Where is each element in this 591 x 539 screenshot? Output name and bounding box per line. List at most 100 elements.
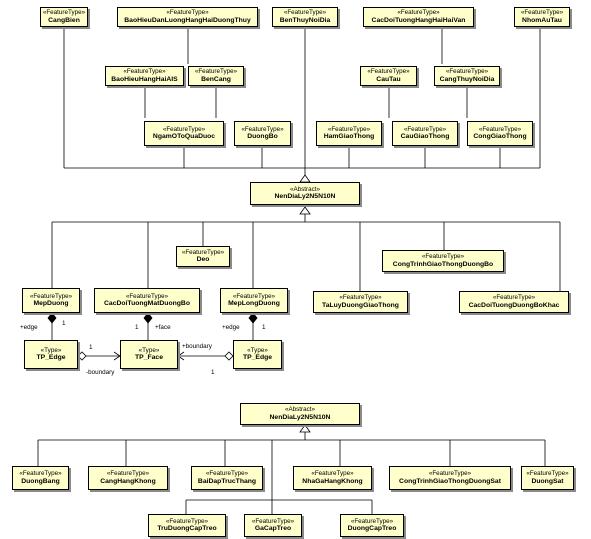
class-baohieuhanghaiais[interactable]: «FeatureType» BaoHieuHangHaiAIS xyxy=(105,66,184,86)
class-cautau[interactable]: «FeatureType» CauTau xyxy=(360,66,417,86)
stereotype-label: «FeatureType» xyxy=(428,470,472,478)
class-congtrinhgiaothongduongbo[interactable]: «FeatureType» CongTrinhGiaoThongDuongBo xyxy=(382,250,504,272)
stereotype-label: «Type» xyxy=(40,346,62,354)
class-cangthuynoidia[interactable]: «FeatureType» CangThuyNoiDia xyxy=(434,66,500,86)
stereotype-label: «FeatureType» xyxy=(106,470,150,478)
class-name: CacDoiTuongDuongBoKhac xyxy=(468,301,560,309)
stereotype-label: «FeatureType» xyxy=(350,517,394,525)
class-name: CangHangKhong xyxy=(100,477,156,485)
stereotype-label: «FeatureType» xyxy=(19,470,62,478)
type-tp-edge-left[interactable]: «Type» TP_Edge xyxy=(24,340,78,369)
stereotype-label: «FeatureType» xyxy=(42,9,86,17)
class-ngamotoquaduoc[interactable]: «FeatureType» NgamOToQuaDuoc xyxy=(144,121,224,146)
stereotype-label: «Type» xyxy=(247,346,268,354)
class-hamgiaothong[interactable]: «FeatureType» HamGiaoThong xyxy=(316,121,382,146)
stereotype-label: «FeatureType» xyxy=(125,292,169,300)
class-caugiaothong[interactable]: «FeatureType» CauGiaoThong xyxy=(392,121,458,146)
label-edge-left: +edge xyxy=(20,324,38,331)
label-mult-meplong: 1 xyxy=(262,324,266,331)
abstract-nendialy-lower[interactable]: «Abstract» NenDiaLy2N5N10N xyxy=(240,403,360,425)
class-taluyduonggiaothong[interactable]: «FeatureType» TaLuyDuongGiaoThong xyxy=(313,291,408,313)
label-boundary: +boundary xyxy=(182,343,212,350)
class-cacdoituongduongbokhac[interactable]: «FeatureType» CacDoiTuongDuongBoKhac xyxy=(459,291,569,313)
class-benthuynoidia[interactable]: «FeatureType» BenThuyNoiDia xyxy=(272,7,338,27)
label-face: +face xyxy=(155,324,171,331)
class-name: BaiDapTrucThang xyxy=(197,477,257,485)
class-baohieudanluonghanghaiduongthuy[interactable]: «FeatureType» BaoHieuDanLuongHangHaiDuon… xyxy=(117,7,258,27)
stereotype-label: «FeatureType» xyxy=(520,9,564,17)
class-duongsat[interactable]: «FeatureType» DuongSat xyxy=(521,466,574,490)
class-name: DuongBo xyxy=(247,133,278,141)
class-bencang[interactable]: «FeatureType» BenCang xyxy=(188,66,244,86)
class-canghangkhong[interactable]: «FeatureType» CangHangKhong xyxy=(88,466,168,490)
class-name: DuongSat xyxy=(531,477,564,485)
class-cacdoituongmatduongbo[interactable]: «FeatureType» CacDoiTuongMatDuongBo xyxy=(94,288,200,313)
class-name: CangBien xyxy=(48,16,80,24)
class-congtrinhgiaothongduongsat[interactable]: «FeatureType» CongTrinhGiaoThongDuongSat xyxy=(389,466,511,490)
label-edge-right: +edge xyxy=(222,324,240,331)
middle-inheritance-lines xyxy=(51,205,561,291)
label-boundary-neg: -boundary xyxy=(86,369,115,376)
stereotype-label: «Abstract» xyxy=(284,406,316,414)
class-name: TP_Edge xyxy=(242,354,273,362)
label-mult-face: 1 xyxy=(135,324,139,331)
class-mepduong[interactable]: «FeatureType» MepDuong xyxy=(22,288,80,313)
stereotype-label: «FeatureType» xyxy=(421,253,465,261)
stereotype-label: «FeatureType» xyxy=(327,125,371,133)
class-baidaptructhang[interactable]: «FeatureType» BaiDapTrucThang xyxy=(191,466,263,490)
class-name: BaoHieuDanLuongHangHaiDuongThuy xyxy=(124,16,251,24)
class-name: CongGiaoThong xyxy=(473,133,527,141)
class-name: TaLuyDuongGiaoThong xyxy=(322,301,399,309)
type-tp-face[interactable]: «Type» TP_Face xyxy=(120,340,178,369)
class-name: BaoHieuHangHaiAIS xyxy=(111,75,178,83)
class-duongbang[interactable]: «FeatureType» DuongBang xyxy=(12,466,69,490)
upper-inheritance-lines xyxy=(63,26,541,175)
stereotype-label: «Abstract» xyxy=(289,185,321,193)
class-duongbo[interactable]: «FeatureType» DuongBo xyxy=(234,121,291,146)
stereotype-label: «FeatureType» xyxy=(232,292,276,300)
stereotype-label: «FeatureType» xyxy=(367,68,410,76)
generalization-arrow-upper xyxy=(299,174,311,183)
stereotype-label: «FeatureType» xyxy=(251,517,295,525)
class-name: NgamOToQuaDuoc xyxy=(152,133,216,141)
stereotype-label: «FeatureType» xyxy=(492,294,536,302)
class-name: CangThuyNoiDia xyxy=(439,75,495,83)
class-deo[interactable]: «FeatureType» Deo xyxy=(176,246,230,267)
stereotype-label: «FeatureType» xyxy=(311,470,354,478)
class-name: NhomAuTau xyxy=(522,16,562,24)
stereotype-label: «FeatureType» xyxy=(165,517,209,525)
stereotype-label: «FeatureType» xyxy=(526,470,569,478)
class-truduongcaptreo[interactable]: «FeatureType» TruDuongCapTreo xyxy=(148,514,226,537)
class-name: NenDiaLy2N5N10N xyxy=(274,193,336,201)
label-mult-left-edge: 1 xyxy=(89,344,93,351)
class-name: CacDoiTuongHangHaiHaiVan xyxy=(371,16,466,24)
stereotype-label: «FeatureType» xyxy=(478,125,522,133)
class-name: HamGiaoThong xyxy=(323,133,375,141)
stereotype-label: «FeatureType» xyxy=(123,68,166,76)
type-tp-edge-right[interactable]: «Type» TP_Edge xyxy=(233,340,282,369)
stereotype-label: «FeatureType» xyxy=(445,68,489,76)
class-name: NhaGaHangKhong xyxy=(302,477,363,485)
class-cangbien[interactable]: «FeatureType» CangBien xyxy=(40,7,88,27)
class-name: CauTau xyxy=(376,75,401,83)
abstract-nendialy-upper[interactable]: «Abstract» NenDiaLy2N5N10N xyxy=(250,182,360,205)
class-cacdoituonghanghaihaivan[interactable]: «FeatureType» CacDoiTuongHangHaiHaiVan xyxy=(363,7,474,27)
class-name: BenThuyNoiDia xyxy=(279,16,331,24)
class-meplongduong[interactable]: «FeatureType» MepLongDuong xyxy=(220,288,288,313)
stereotype-label: «FeatureType» xyxy=(241,125,284,133)
class-duongcaptreo[interactable]: «FeatureType» DuongCapTreo xyxy=(340,514,404,537)
class-name: GaCapTreo xyxy=(254,525,292,533)
class-conggiaothong[interactable]: «FeatureType» CongGiaoThong xyxy=(467,121,533,146)
class-name: Deo xyxy=(196,256,210,264)
class-nhomautau[interactable]: «FeatureType» NhomAuTau xyxy=(514,7,570,27)
class-name: TruDuongCapTreo xyxy=(157,525,217,533)
label-mult-right-edge: 1 xyxy=(211,369,215,376)
class-name: TP_Face xyxy=(135,354,163,362)
class-nhagahangkhong[interactable]: «FeatureType» NhaGaHangKhong xyxy=(293,466,372,490)
stereotype-label: «FeatureType» xyxy=(403,125,447,133)
stereotype-label: «FeatureType» xyxy=(181,248,225,256)
stereotype-label: «FeatureType» xyxy=(397,9,440,17)
class-gacaptreo[interactable]: «FeatureType» GaCapTreo xyxy=(244,514,302,537)
label-mult-mepduong: 1 xyxy=(62,320,66,327)
